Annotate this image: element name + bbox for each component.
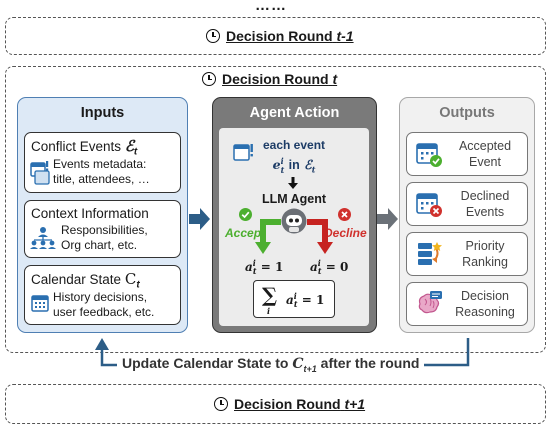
context-info-title: Context Information: [31, 206, 149, 221]
update-text: Update Calendar State to Ct+1 after the …: [117, 355, 425, 374]
accept-arrow: [255, 219, 281, 254]
sum-constraint-box: ∑ i ait = 1: [253, 280, 335, 318]
accept-label: Accept: [225, 226, 266, 240]
arrow-agent-to-outputs: [377, 208, 398, 230]
round-prev-label: Decision Round t-1: [226, 28, 354, 44]
outputs-title: Outputs: [439, 105, 495, 121]
context-info-card: Context Information Responsibilities, Or…: [24, 200, 181, 258]
sum-expression: ait = 1: [286, 291, 325, 310]
calendar-state-title: Calendar State Ct: [31, 270, 140, 291]
decline-value: ait = 0: [310, 258, 349, 277]
clock-icon: [214, 397, 228, 411]
inputs-title: Inputs: [80, 105, 125, 121]
round-prev-title: Decision Round t-1: [206, 28, 354, 44]
arrow-inputs-to-agent: [189, 208, 210, 230]
accept-check-icon: [239, 208, 252, 221]
each-event-text: each event eit in ℰt: [263, 138, 326, 175]
clock-icon: [206, 29, 220, 43]
conflict-events-details: Events metadata: title, attendees, …: [53, 157, 150, 186]
calendar-state-card: Calendar State Ct History decisions, use…: [24, 265, 181, 325]
conflict-events-title: Conflict Events ℰt: [31, 137, 138, 158]
calendar-icon: [31, 295, 49, 312]
agent-title: Agent Action: [249, 105, 340, 121]
agent-panel: Agent Action each event eit in ℰt LLM Ag…: [212, 97, 377, 333]
round-current-label: Decision Round t: [222, 71, 338, 87]
inputs-panel: Inputs Conflict Events ℰt Events metadat…: [17, 97, 188, 333]
conflict-events-card: Conflict Events ℰt Events metadata: titl…: [24, 132, 181, 193]
clock-icon: [202, 72, 216, 86]
calendar-state-details: History decisions, user feedback, etc.: [53, 290, 155, 319]
brain-gear-icon: [418, 291, 442, 314]
calendar-alert-icon: [30, 161, 50, 185]
decline-arrow: [307, 219, 333, 254]
org-chart-icon: [30, 227, 56, 249]
ranking-icon: [418, 242, 442, 265]
down-arrow-icon: [288, 177, 298, 189]
calendar-check-icon: [416, 143, 442, 167]
calendar-alert-icon: [233, 144, 253, 161]
round-current-box: Decision Round t: [5, 66, 546, 353]
decline-label: Decline: [324, 226, 367, 240]
sum-index: i: [267, 306, 271, 316]
ellipsis-top: ……: [255, 0, 287, 14]
context-info-details: Responsibilities, Org chart, etc.: [61, 223, 148, 252]
round-next-label: Decision Round t+1: [234, 396, 366, 412]
round-next-box: Decision Round t+1: [5, 384, 546, 424]
sum-symbol: ∑: [262, 283, 278, 307]
round-current-title: Decision Round t: [202, 71, 337, 87]
decline-x-icon: [338, 208, 351, 221]
llm-agent-label: LLM Agent: [261, 192, 327, 206]
calendar-x-icon: [416, 193, 442, 217]
robot-icon: [281, 208, 307, 234]
accept-value: ait = 1: [245, 258, 284, 277]
round-prev-box: Decision Round t-1: [5, 17, 546, 55]
agent-body: each event eit in ℰt LLM Agent Accept: [219, 128, 369, 326]
round-next-title: Decision Round t+1: [214, 396, 365, 412]
